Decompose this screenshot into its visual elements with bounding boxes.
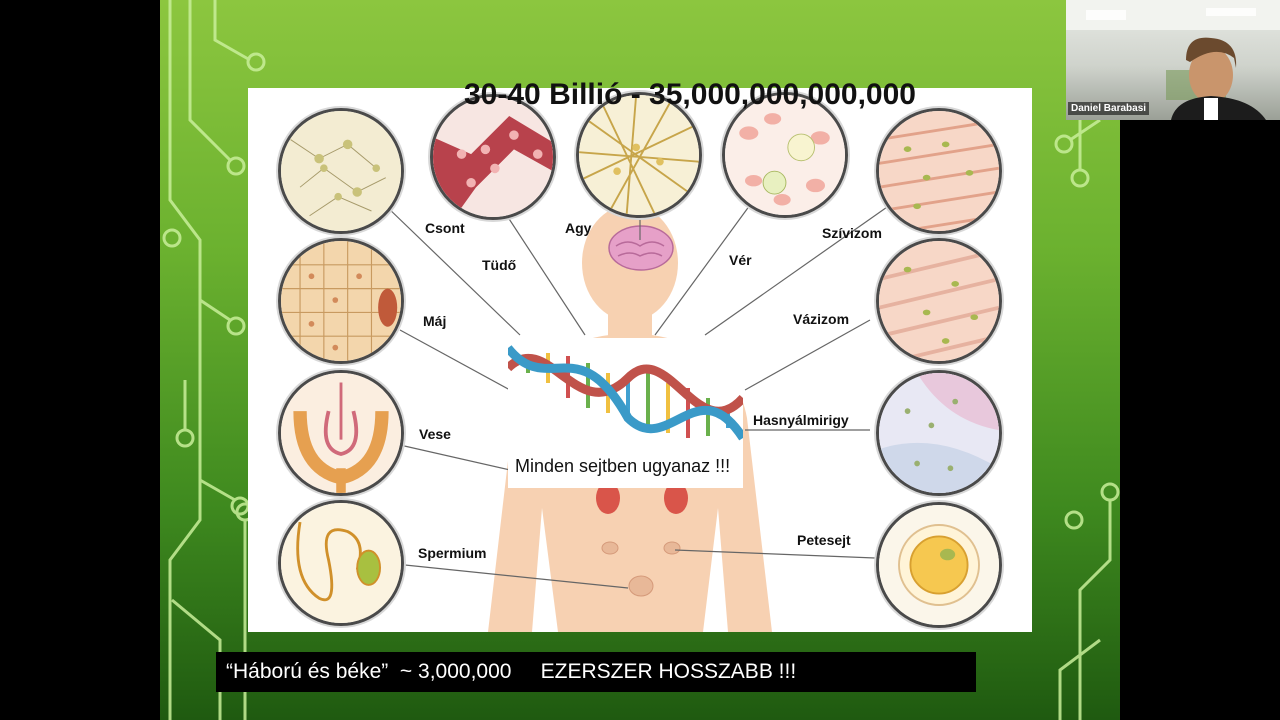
kidney-cell-illustration bbox=[278, 370, 404, 496]
bottom-caption-bar bbox=[216, 652, 976, 692]
skeletal-muscle-cell-illustration bbox=[876, 238, 1002, 364]
label-sperm: Spermium bbox=[418, 545, 487, 561]
webcam-thumbnail[interactable] bbox=[1066, 0, 1280, 120]
label-liver: Máj bbox=[423, 313, 447, 329]
dna-caption: Minden sejtben ugyanaz !!! bbox=[515, 456, 731, 476]
circuit-decoration-left bbox=[162, 0, 266, 720]
label-heart-muscle: Szívizom bbox=[822, 225, 882, 241]
webcam-video-feed bbox=[1066, 0, 1280, 120]
label-pancreas: Hasnyálmirigy bbox=[753, 412, 849, 428]
label-bone: Csont bbox=[425, 220, 465, 236]
bottom-caption: “Háború és béke” ~ 3,000,000 EZERSZER HO… bbox=[226, 660, 797, 683]
dna-helix-illustration bbox=[504, 338, 747, 488]
circuit-decoration-right bbox=[1054, 0, 1120, 720]
participant-name: Daniel Barabasi bbox=[1068, 102, 1150, 115]
brain-cell-illustration bbox=[576, 92, 702, 218]
blood-cell-illustration bbox=[722, 92, 848, 218]
egg-cell-illustration bbox=[876, 502, 1002, 628]
liver-cell-illustration bbox=[278, 238, 404, 364]
lung-cell-illustration bbox=[430, 94, 556, 220]
pancreas-cell-illustration bbox=[876, 370, 1002, 496]
bone-cell-illustration bbox=[278, 108, 404, 234]
label-egg: Petesejt bbox=[797, 532, 851, 548]
slide-heading: 30-40 Billió - 35,000,000,000,000 bbox=[464, 78, 916, 111]
label-brain: Agy bbox=[565, 220, 592, 236]
label-lung: Tüdő bbox=[482, 257, 517, 273]
label-blood: Vér bbox=[729, 252, 752, 268]
sperm-cell-illustration bbox=[278, 500, 404, 626]
heart-muscle-cell-illustration bbox=[876, 108, 1002, 234]
label-skeletal-muscle: Vázizom bbox=[793, 311, 850, 327]
label-kidney: Vese bbox=[419, 426, 451, 442]
